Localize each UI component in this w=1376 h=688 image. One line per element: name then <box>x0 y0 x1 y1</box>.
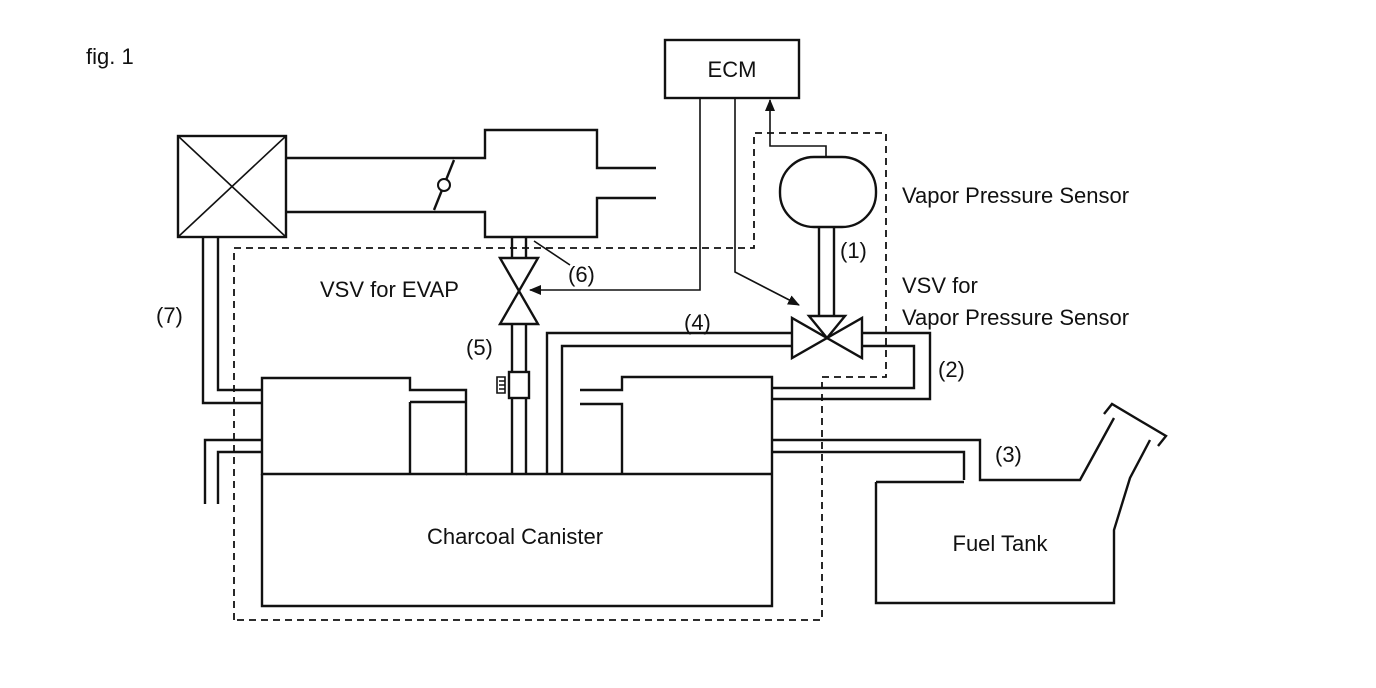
vsv-for-evap <box>496 237 541 474</box>
callout-4: (4) <box>684 310 711 335</box>
intake-manifold <box>286 128 656 239</box>
callout-1: (1) <box>840 238 867 263</box>
ecm-module: ECM <box>663 38 801 100</box>
figure-caption: fig. 1 <box>86 44 134 69</box>
vsv-sensor-label-line2: Vapor Pressure Sensor <box>902 305 1129 330</box>
vsv-sensor-label-line1: VSV for <box>902 273 978 298</box>
ecm-to-vsv-evap-wire <box>529 98 701 295</box>
pipe-3 <box>772 417 1116 482</box>
vapor-pressure-sensor-label: Vapor Pressure Sensor <box>902 183 1129 208</box>
pipe-2 <box>772 331 932 401</box>
vapor-pressure-sensor <box>778 155 878 316</box>
pipe-7 <box>201 237 262 504</box>
fuel-tank <box>874 402 1168 605</box>
charcoal-canister-label: Charcoal Canister <box>427 524 603 549</box>
vsv-evap-label: VSV for EVAP <box>320 277 459 302</box>
fuel-tank-label: Fuel Tank <box>953 531 1049 556</box>
throttle-shaft <box>437 178 451 192</box>
callout-6-leader <box>533 240 571 266</box>
callout-6: (6) <box>568 262 595 287</box>
ecm-to-vsv-sensor-wire <box>734 98 800 306</box>
sensor-signal-wire <box>765 99 827 157</box>
pipe-4 <box>545 331 792 474</box>
vsv-for-vapor-pressure-sensor <box>790 314 864 361</box>
charcoal-canister <box>260 375 774 608</box>
air-cleaner <box>176 134 288 239</box>
ecm-label: ECM <box>708 57 757 82</box>
orifice <box>507 370 531 400</box>
callout-2: (2) <box>938 357 965 382</box>
callout-7: (7) <box>156 303 183 328</box>
callout-3: (3) <box>995 442 1022 467</box>
check-element <box>496 376 506 394</box>
evap-system-boundary <box>233 132 887 621</box>
callout-5: (5) <box>466 335 493 360</box>
